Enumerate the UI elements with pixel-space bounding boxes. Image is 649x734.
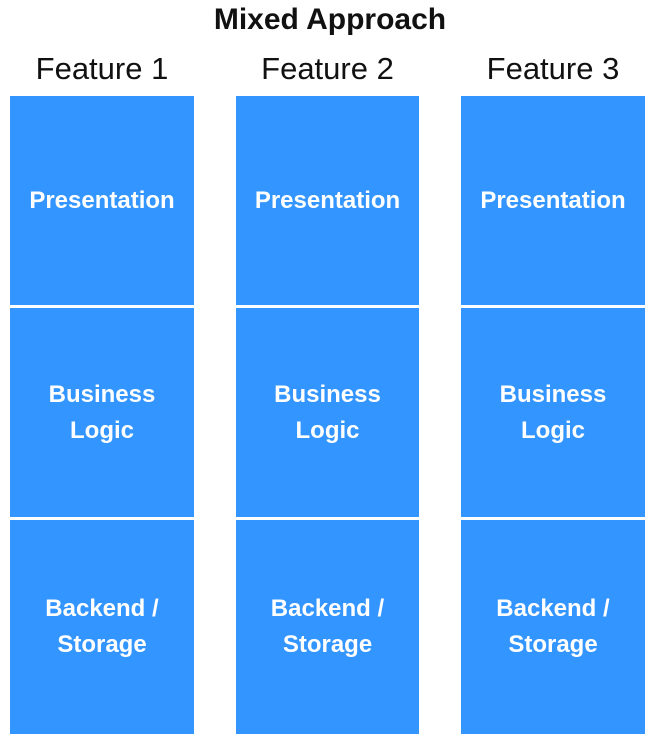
feature-3-presentation-label: Presentation — [480, 186, 626, 214]
feature-3-presentation-block: Presentation — [461, 96, 645, 305]
feature-3-business-logic-block: Business Logic — [461, 308, 645, 517]
feature-1-presentation-label: Presentation — [29, 186, 175, 214]
feature-1-presentation-block: Presentation — [10, 96, 194, 305]
feature-3-business-logic-label: Business Logic — [499, 380, 607, 444]
feature-3-label: Feature 3 — [486, 51, 620, 86]
feature-1-label: Feature 1 — [35, 51, 169, 86]
feature-2-business-logic-block: Business Logic — [236, 308, 419, 517]
feature-2-presentation-label: Presentation — [254, 186, 401, 214]
feature-3-backend-storage-block: Backend / Storage — [461, 520, 645, 734]
feature-column-3: Feature 3 Presentation Business Logic Ba… — [461, 44, 645, 734]
feature-1-business-logic-block: Business Logic — [10, 308, 194, 517]
feature-2-business-logic-label: Business Logic — [274, 380, 381, 444]
feature-1-backend-storage-block: Backend / Storage — [10, 520, 194, 734]
feature-2-label: Feature 2 — [261, 51, 394, 86]
feature-2-backend-storage-block: Backend / Storage — [236, 520, 419, 734]
feature-3-backend-storage-label: Backend / Storage — [496, 595, 610, 658]
feature-1-backend-storage-label: Backend / Storage — [45, 595, 159, 658]
feature-column-1: Feature 1 Presentation Business Logic Ba… — [10, 44, 194, 734]
feature-column-2: Feature 2 Presentation Business Logic Ba… — [236, 44, 419, 734]
feature-2-backend-storage-label: Backend / Storage — [270, 595, 385, 658]
diagram-title: Mixed Approach — [213, 3, 447, 36]
feature-1-business-logic-label: Business Logic — [48, 380, 156, 444]
feature-2-presentation-block: Presentation — [236, 96, 419, 305]
